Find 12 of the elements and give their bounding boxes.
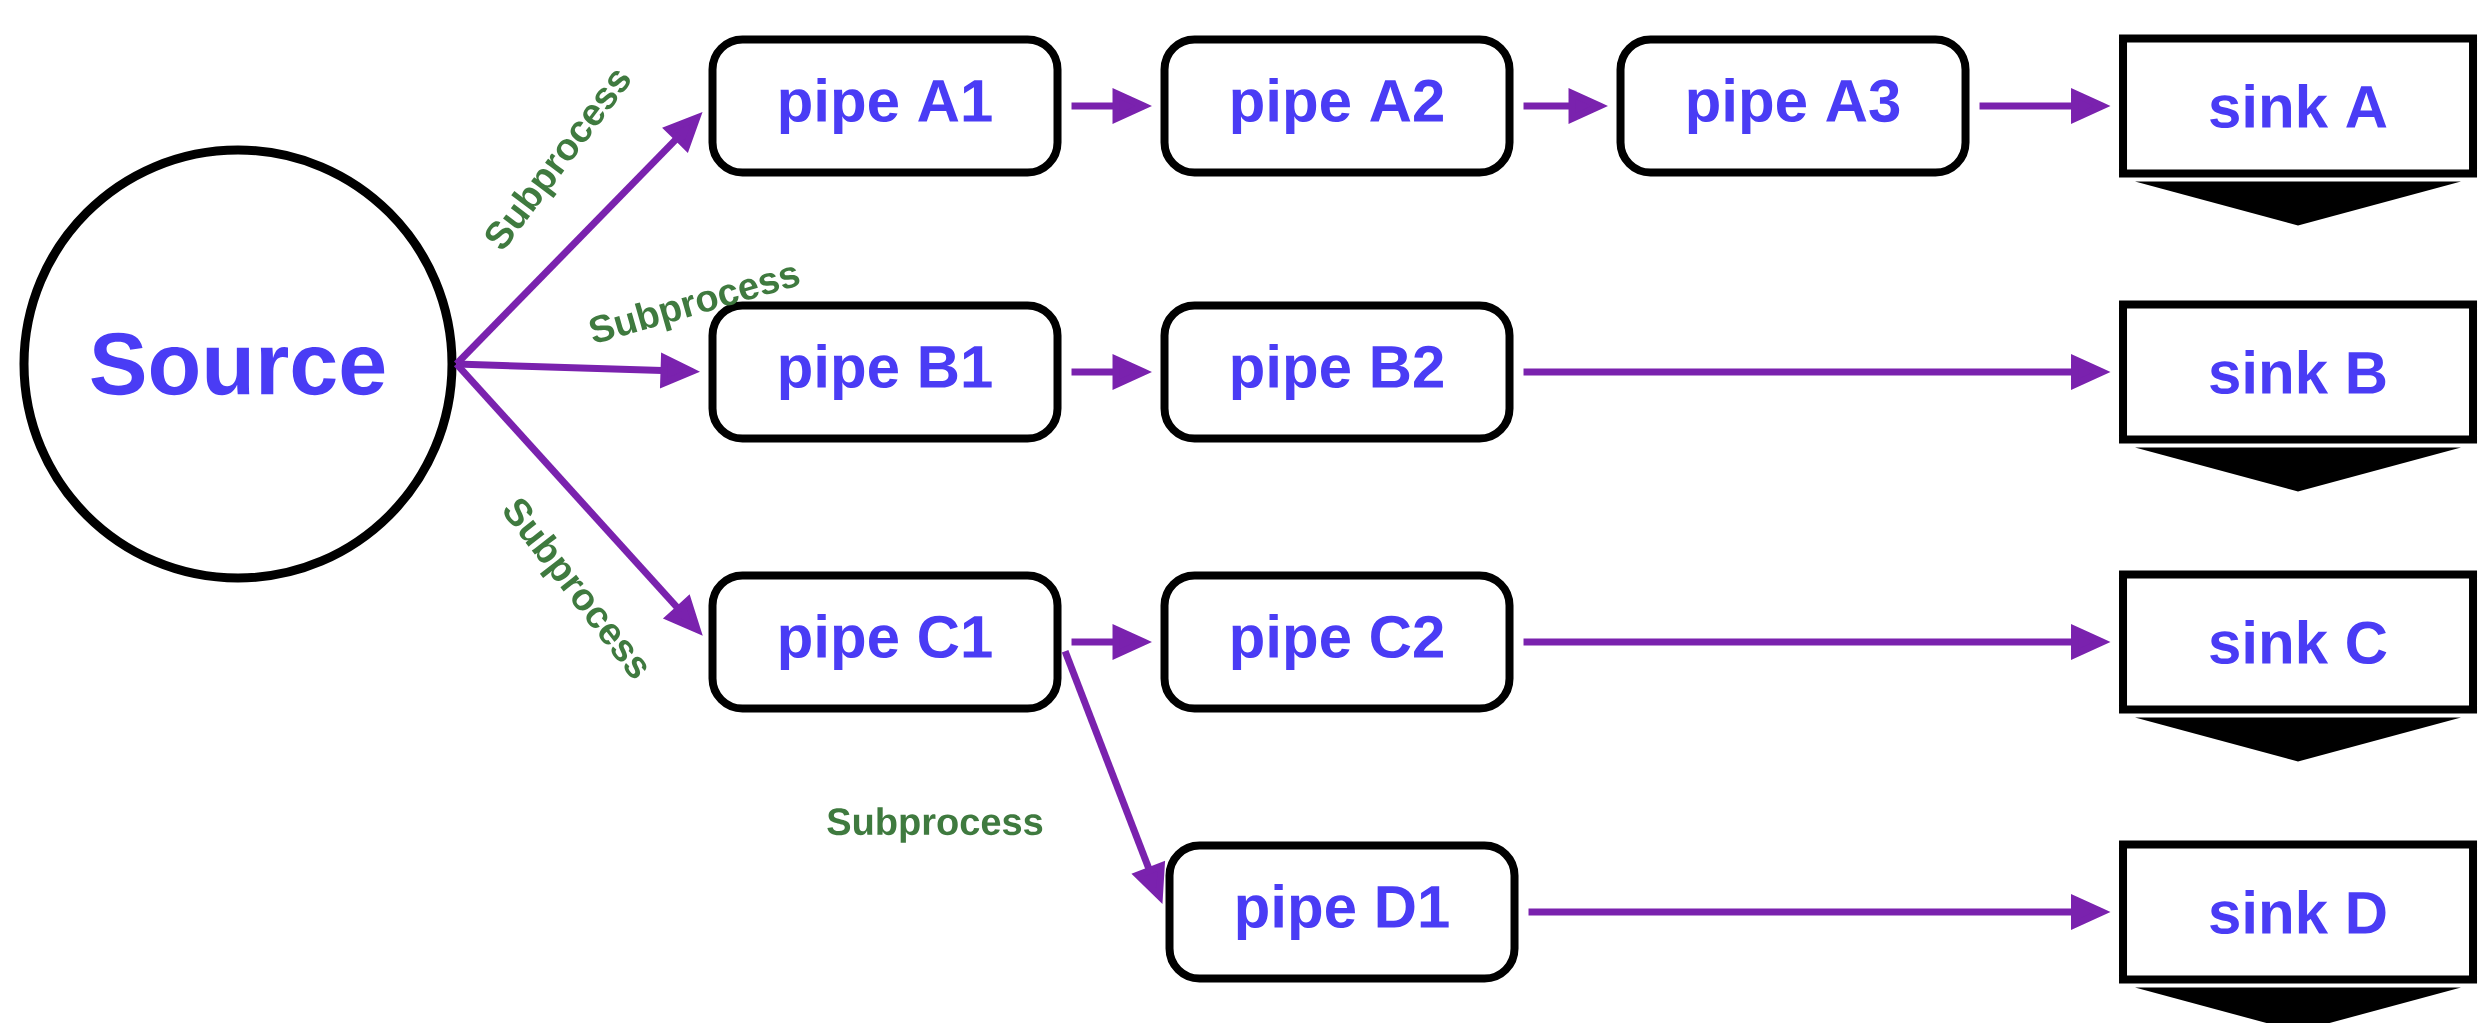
pipe-box: pipe B2 [1160,301,1514,443]
pipe-box: pipe A1 [708,35,1062,177]
pipe-box: pipe A2 [1160,35,1514,177]
sink-box: sink A [2119,34,2478,226]
sink-box: sink B [2119,300,2478,492]
pipe-box: pipe C2 [1160,571,1514,713]
pipe-box: pipe D1 [1165,841,1519,983]
pipe-box: pipe C1 [708,571,1062,713]
edge-label: Subprocess [827,807,1043,843]
sink-box: sink C [2119,570,2478,762]
sink-box: sink D [2119,840,2478,1023]
pipe-box: pipe A3 [1616,35,1970,177]
